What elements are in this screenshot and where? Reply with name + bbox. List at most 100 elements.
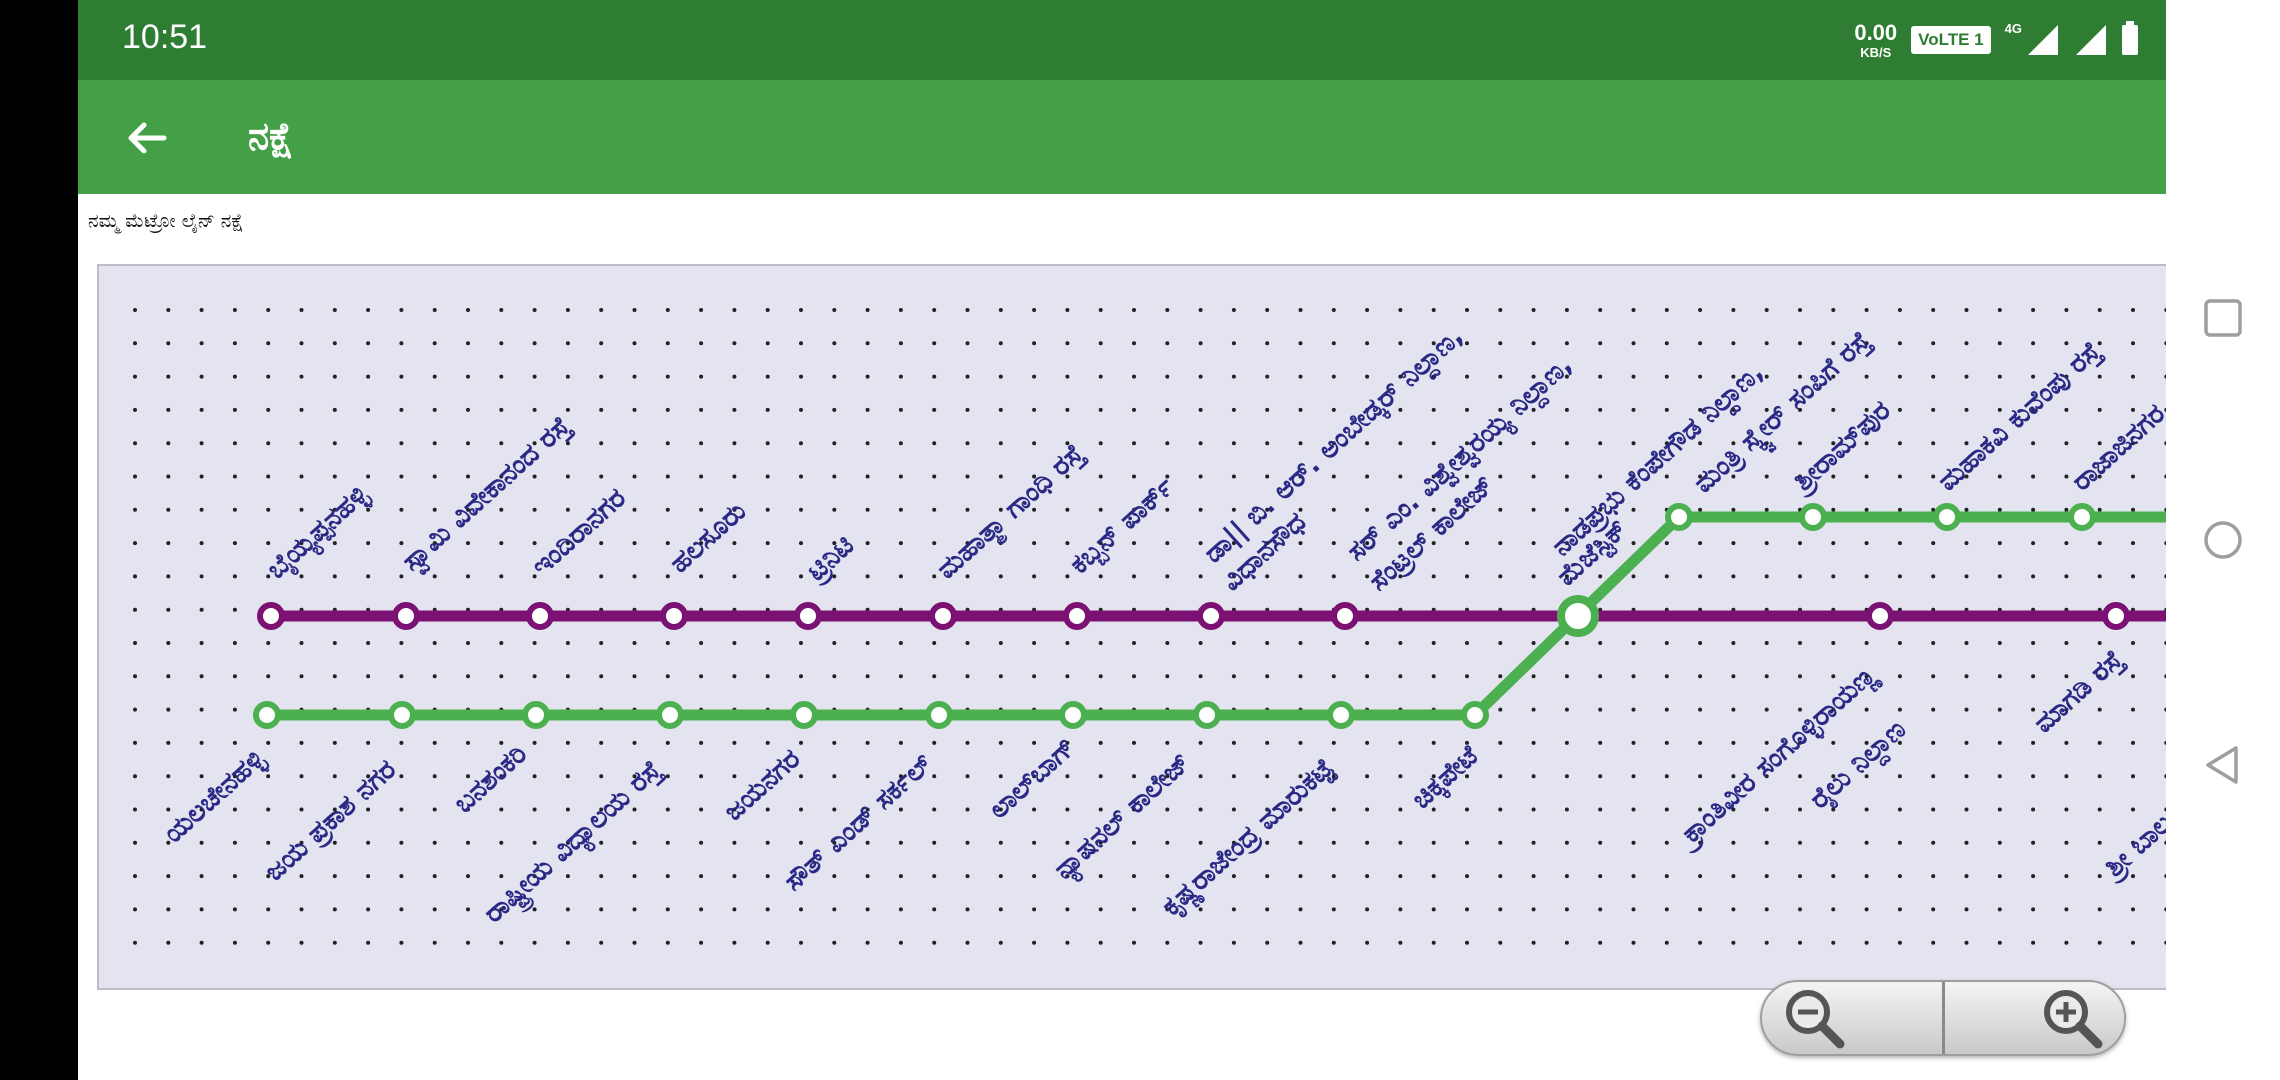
purple-station-marker[interactable]	[392, 602, 420, 630]
grid-dot	[998, 574, 1003, 579]
grid-dot	[1398, 541, 1403, 546]
grid-dot	[466, 907, 470, 912]
green-station-marker[interactable]	[2068, 503, 2096, 531]
green-station-marker[interactable]	[1665, 503, 1693, 531]
grid-dot	[1098, 374, 1103, 379]
grid-dot	[799, 807, 803, 812]
purple-station-marker[interactable]	[1063, 602, 1091, 630]
grid-dot	[1298, 541, 1303, 546]
grid-dot	[366, 407, 371, 412]
green-station-marker[interactable]	[656, 701, 684, 729]
grid-dot	[832, 574, 837, 579]
green-station-marker[interactable]	[388, 701, 416, 729]
grid-dot	[2097, 341, 2102, 346]
grid-dot	[799, 940, 803, 945]
grid-dot	[1365, 774, 1370, 779]
grid-dot	[965, 308, 970, 312]
grid-dot	[1631, 507, 1636, 512]
home-icon[interactable]	[2202, 519, 2244, 561]
grid-dot	[1365, 541, 1370, 546]
purple-station-marker[interactable]	[1331, 602, 1359, 630]
grid-dot	[266, 740, 271, 745]
grid-dot	[799, 474, 803, 479]
grid-dot	[1831, 341, 1836, 346]
grid-dot	[1265, 774, 1270, 779]
green-station-marker[interactable]	[1059, 701, 1087, 729]
grid-dot	[399, 474, 404, 479]
purple-station-marker[interactable]	[794, 602, 822, 630]
grid-dot	[865, 341, 870, 346]
purple-station-marker[interactable]	[929, 602, 957, 630]
green-station-marker[interactable]	[1933, 503, 1961, 531]
grid-dot	[965, 907, 970, 912]
grid-dot	[1265, 874, 1270, 879]
grid-dot	[1664, 441, 1669, 446]
grid-dot	[1931, 907, 1936, 912]
grid-dot	[466, 341, 470, 346]
grid-dot	[1931, 441, 1936, 446]
green-station-marker[interactable]	[790, 701, 818, 729]
grid-dot	[1265, 840, 1270, 845]
purple-station-marker[interactable]	[257, 602, 285, 630]
grid-dot	[565, 907, 570, 912]
grid-dot	[898, 374, 903, 379]
grid-dot	[166, 707, 171, 712]
metro-map-canvas[interactable]: ಬೈಯ್ಯಪ್ಪನಹಳ್ಳಿ ಸ್ವಾಮಿ ವಿವೇಕಾನಂದ ರಸ್ತೆ ಇಂ…	[99, 266, 2166, 990]
grid-dot	[232, 874, 237, 879]
green-station-marker[interactable]	[1799, 503, 1827, 531]
grid-dot	[133, 308, 137, 312]
grid-dot	[1897, 507, 1902, 512]
purple-station-marker[interactable]	[526, 602, 554, 630]
grid-dot	[699, 840, 704, 845]
grid-dot	[1831, 874, 1836, 879]
grid-dot	[1265, 740, 1270, 745]
grid-dot	[1331, 840, 1336, 845]
grid-dot	[599, 308, 604, 312]
back-nav-icon[interactable]	[2202, 744, 2244, 786]
green-station-marker[interactable]	[925, 701, 953, 729]
grid-dot	[299, 507, 304, 512]
grid-dot	[1465, 674, 1469, 679]
green-station-marker[interactable]	[1193, 701, 1221, 729]
back-arrow-icon[interactable]	[118, 110, 174, 166]
grid-dot	[632, 641, 637, 645]
grid-dot	[1698, 507, 1703, 512]
grid-dot	[865, 874, 870, 879]
grid-dot	[1931, 641, 1936, 645]
purple-station-marker[interactable]	[1866, 602, 1894, 630]
grid-dot	[1631, 341, 1636, 346]
grid-dot	[2031, 308, 2036, 312]
station-label-green: ರಾಜಾಜಿನಗರ	[2066, 398, 2166, 497]
grid-dot	[998, 874, 1003, 879]
grid-dot	[898, 507, 903, 512]
grid-dot	[599, 840, 604, 845]
zoom-in-button[interactable]	[1945, 982, 2125, 1054]
metro-map[interactable]: ಬೈಯ್ಯಪ್ಪನಹಳ್ಳಿ ಸ್ವಾಮಿ ವಿವೇಕಾನಂದ ರಸ್ತೆ ಇಂ…	[97, 264, 2166, 990]
grid-dot	[232, 341, 237, 346]
grid-dot	[466, 740, 470, 745]
grid-dot	[932, 907, 937, 912]
grid-dot	[1065, 807, 1070, 812]
purple-station-marker[interactable]	[2102, 602, 2130, 630]
grid-dot	[1864, 474, 1869, 479]
purple-station-marker[interactable]	[1197, 602, 1225, 630]
purple-station-marker[interactable]	[660, 602, 688, 630]
grid-dot	[2131, 707, 2135, 712]
grid-dot	[1465, 574, 1469, 579]
grid-dot	[1431, 674, 1436, 679]
green-station-marker[interactable]	[1327, 701, 1355, 729]
grid-dot	[1564, 674, 1569, 679]
grid-dot	[2064, 674, 2069, 679]
grid-dot	[832, 907, 837, 912]
green-station-marker[interactable]	[522, 701, 550, 729]
grid-dot	[166, 341, 171, 346]
grid-dot	[565, 840, 570, 845]
grid-dot	[2031, 807, 2036, 812]
grid-dot	[266, 441, 271, 446]
grid-dot	[998, 774, 1003, 779]
grid-dot	[1498, 840, 1503, 845]
green-station-marker[interactable]	[1461, 701, 1489, 729]
zoom-out-button[interactable]	[1762, 982, 1945, 1054]
recent-apps-icon[interactable]	[2202, 297, 2244, 339]
green-station-marker[interactable]	[253, 701, 281, 729]
